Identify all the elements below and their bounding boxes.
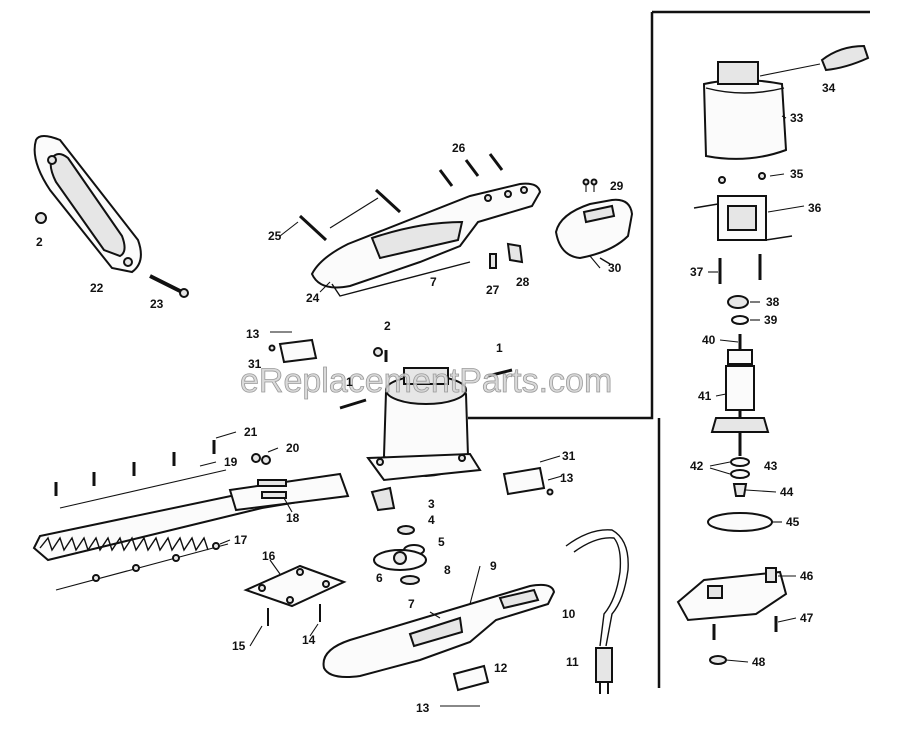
part-label: 13 <box>416 701 430 715</box>
part-label: 25 <box>268 229 282 243</box>
part-label: 3 <box>428 497 435 511</box>
bracket-screws-icon <box>712 616 778 640</box>
part-label: 38 <box>766 295 780 309</box>
nut-icon <box>709 655 727 665</box>
power-cord-icon <box>565 529 629 694</box>
leader-lines <box>199 115 805 663</box>
part-label: 1 <box>346 375 353 389</box>
part-label: 31 <box>562 449 576 463</box>
long-screw-icon <box>298 188 402 242</box>
armature-icon <box>710 334 770 456</box>
screw-icon <box>149 274 189 298</box>
small-plate-icon <box>268 331 318 364</box>
part-label: 9 <box>490 559 497 573</box>
part-label: 43 <box>764 459 778 473</box>
plate-icon <box>452 664 490 692</box>
watermark: eReplacementParts.com <box>240 362 612 400</box>
part-label: 33 <box>790 111 804 125</box>
part-labels: 2 22 23 25 24 7 26 27 28 29 30 13 31 2 1… <box>36 81 836 715</box>
section-frame <box>468 10 870 688</box>
washer-icon <box>731 315 749 325</box>
clip-icon <box>489 242 524 269</box>
part-label: 13 <box>246 327 260 341</box>
part-label: 1 <box>496 341 503 355</box>
part-label: 11 <box>566 655 579 669</box>
brush-icon <box>820 44 870 72</box>
part-label: 21 <box>244 425 258 439</box>
stator-screws-icon <box>718 254 762 284</box>
part-label: 39 <box>764 313 778 327</box>
part-label: 20 <box>286 441 300 455</box>
part-label: 4 <box>428 513 435 527</box>
switch-cover-icon <box>554 198 634 265</box>
part-label: 45 <box>786 515 800 529</box>
part-label: 7 <box>408 597 415 611</box>
part-label: 15 <box>232 639 246 653</box>
bearing-icon <box>727 295 749 309</box>
part-label: 17 <box>234 533 248 547</box>
lower-housing-icon <box>322 583 556 678</box>
part-label: 19 <box>224 455 238 469</box>
part-label: 48 <box>752 655 766 669</box>
hedge-blade-icon <box>32 472 350 562</box>
gear-icon <box>373 525 427 585</box>
screws-icon <box>438 153 504 187</box>
part-label: 5 <box>438 535 445 549</box>
part-label: 7 <box>430 275 437 289</box>
part-label: 24 <box>306 291 320 305</box>
part-label: 36 <box>808 201 822 215</box>
part-label: 23 <box>150 297 164 311</box>
field-housing-icon <box>702 61 788 160</box>
part-label: 12 <box>494 661 508 675</box>
fasteners-icon <box>339 347 513 410</box>
part-label: 31 <box>248 357 262 371</box>
tiny-screws-icon <box>582 178 598 192</box>
part-label: 2 <box>384 319 391 333</box>
part-label: 10 <box>562 607 576 621</box>
lead-line <box>759 63 821 77</box>
part-label: 44 <box>780 485 794 499</box>
part-label: 46 <box>800 569 814 583</box>
part-label: 47 <box>800 611 814 625</box>
d-handle-icon <box>33 135 142 274</box>
washer-icon <box>730 469 750 479</box>
part-label: 40 <box>702 333 716 347</box>
part-label: 30 <box>608 261 622 275</box>
part-label: 16 <box>262 549 276 563</box>
part-label: 41 <box>698 389 712 403</box>
part-label: 29 <box>610 179 624 193</box>
upper-handle-icon <box>310 182 542 297</box>
lower-screws-icon <box>55 542 229 591</box>
bracket-icon <box>370 486 396 512</box>
part-label: 13 <box>560 471 574 485</box>
part-label: 18 <box>286 511 300 525</box>
ring-icon <box>707 512 773 532</box>
part-label: 2 <box>36 235 43 249</box>
base-plate-icon <box>243 564 347 626</box>
motor-housing-icon <box>366 367 482 482</box>
part-label: 6 <box>376 571 383 585</box>
part-label: 26 <box>452 141 466 155</box>
part-label: 22 <box>90 281 104 295</box>
part-label: 37 <box>690 265 704 279</box>
part-label: 35 <box>790 167 804 181</box>
part-label: 42 <box>690 459 704 473</box>
part-label: 8 <box>444 563 451 577</box>
nut-icon <box>35 212 47 224</box>
blade-screws-icon <box>54 440 271 509</box>
washer-icon <box>730 457 750 467</box>
cover-plate-icon <box>502 466 554 496</box>
part-label: 14 <box>302 633 316 647</box>
part-label: 28 <box>516 275 530 289</box>
part-label: 27 <box>486 283 500 297</box>
part-label: 34 <box>822 81 836 95</box>
nut-icon <box>732 483 748 497</box>
end-bracket-icon <box>676 567 788 622</box>
stator-icon <box>693 172 793 241</box>
